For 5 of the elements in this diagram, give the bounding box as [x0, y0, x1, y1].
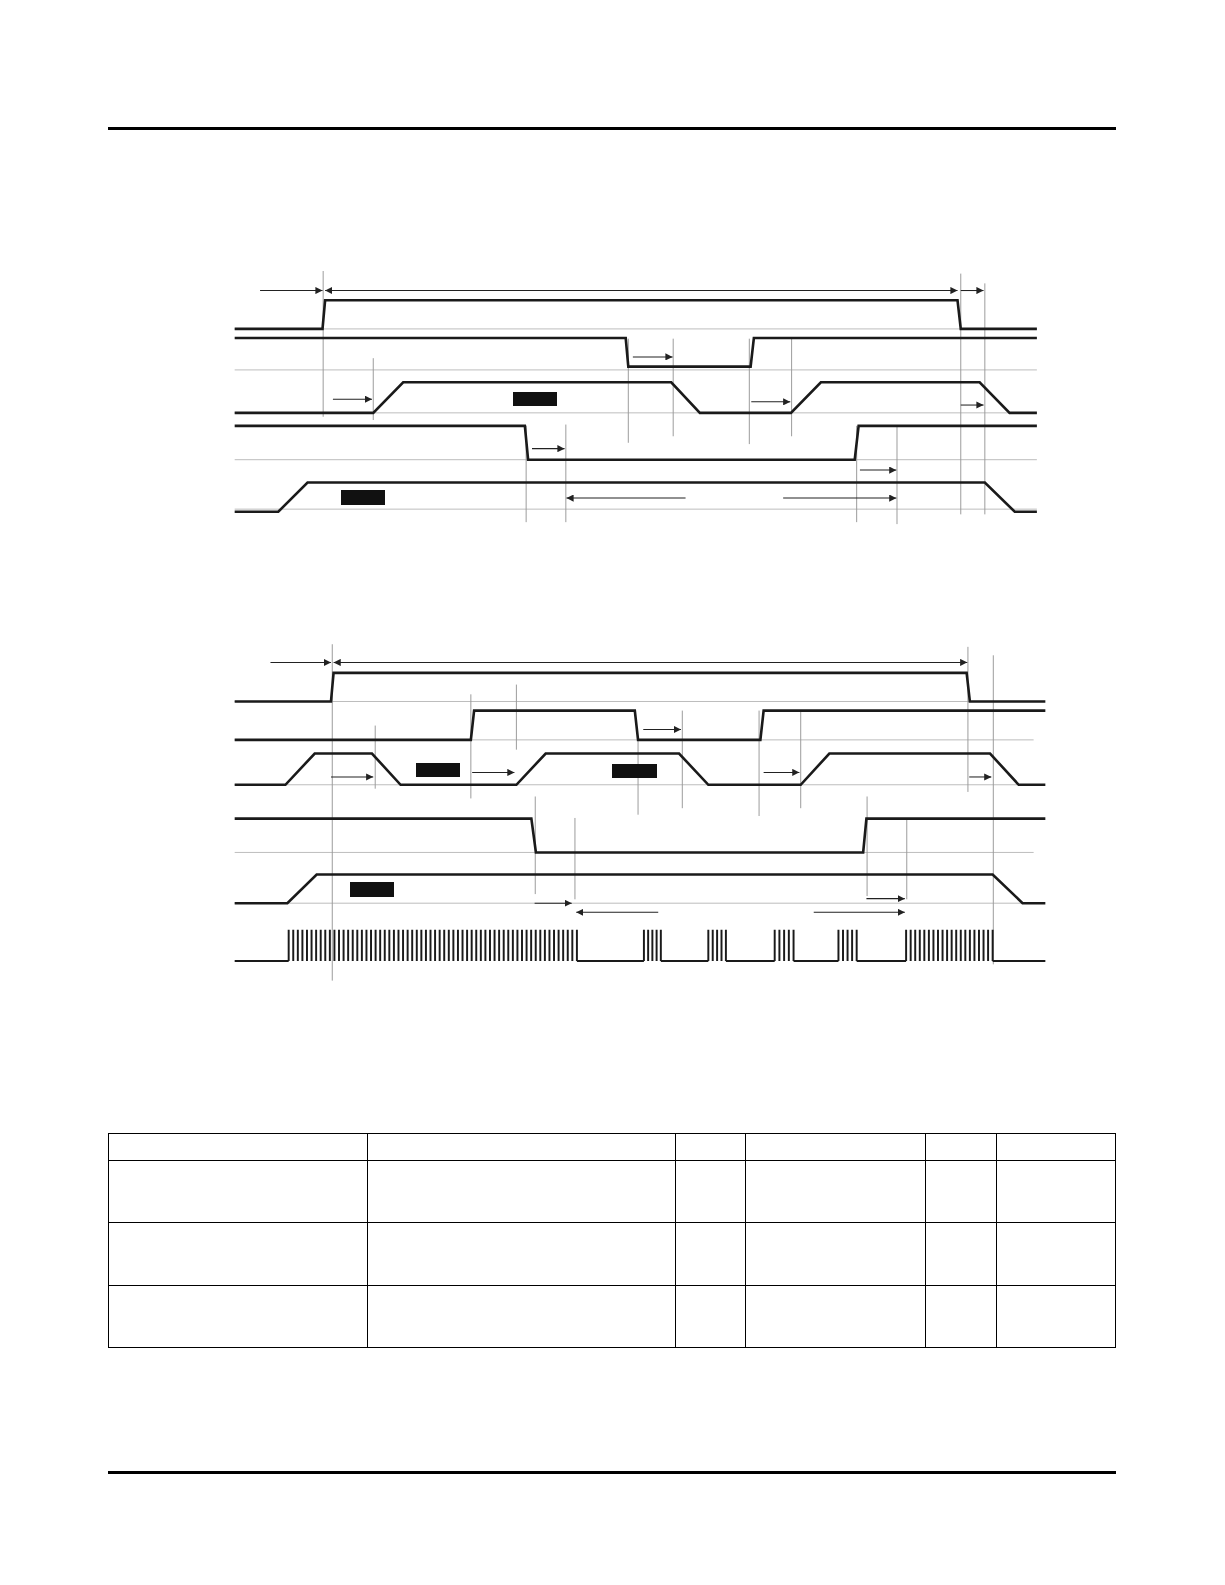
redaction-bar	[513, 392, 557, 407]
redaction-bar	[416, 763, 460, 777]
redaction-bar	[341, 489, 385, 505]
redaction-bar	[350, 882, 395, 897]
redaction-bar	[612, 763, 657, 779]
